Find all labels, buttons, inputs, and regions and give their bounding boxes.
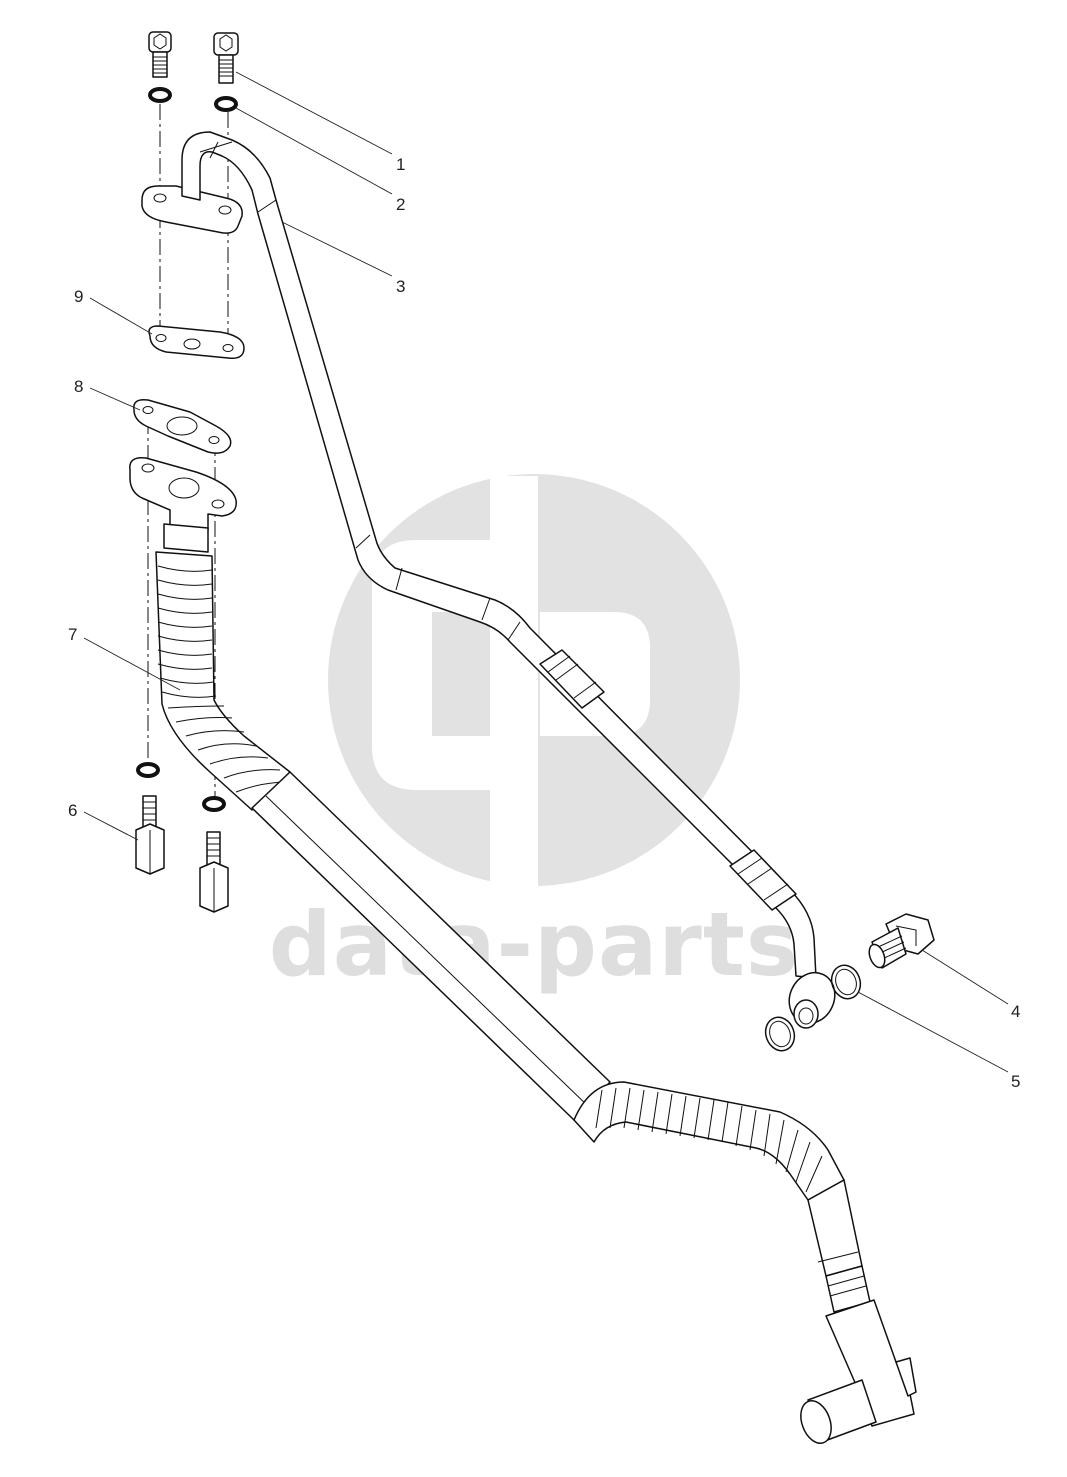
screw-right — [213, 32, 239, 84]
callout-1: 1 — [396, 155, 405, 174]
callout-8: 8 — [74, 377, 83, 396]
gasket-lower — [133, 398, 232, 454]
screw-left — [148, 31, 172, 78]
seal-ring-left-inner — [769, 1020, 791, 1048]
watermark-text: data-parts — [269, 893, 800, 996]
gasket-upper — [148, 325, 245, 360]
oil-feed-pipe — [141, 131, 836, 1029]
leader-4 — [921, 949, 1009, 1005]
oil-return-hose — [129, 457, 917, 1444]
leader-3 — [281, 221, 393, 277]
banjo-bolt — [868, 913, 935, 969]
callout-6: 6 — [68, 801, 77, 820]
washer-lower-right — [202, 796, 226, 812]
callout-4: 4 — [1011, 1002, 1020, 1021]
leader-7 — [83, 637, 181, 691]
leader-1 — [235, 71, 393, 155]
stud-right — [199, 831, 229, 913]
watermark-logo — [328, 474, 740, 886]
stud-left — [135, 795, 165, 875]
washer-top-left — [148, 87, 172, 103]
callout-7: 7 — [68, 625, 77, 644]
leader-9 — [89, 297, 153, 335]
washer-top-right — [214, 96, 238, 112]
seal-ring-left — [764, 1016, 796, 1052]
callout-5: 5 — [1011, 1072, 1020, 1091]
callout-3: 3 — [396, 277, 405, 296]
seal-ring-right-inner — [835, 968, 857, 996]
callout-9: 9 — [74, 287, 83, 306]
callout-2: 2 — [396, 195, 405, 214]
leader-8 — [89, 387, 141, 411]
washer-lower-left — [136, 762, 160, 778]
leader-6 — [83, 811, 139, 841]
seal-ring-right — [830, 964, 862, 1000]
leader-5 — [857, 991, 1009, 1073]
leader-2 — [235, 107, 393, 195]
